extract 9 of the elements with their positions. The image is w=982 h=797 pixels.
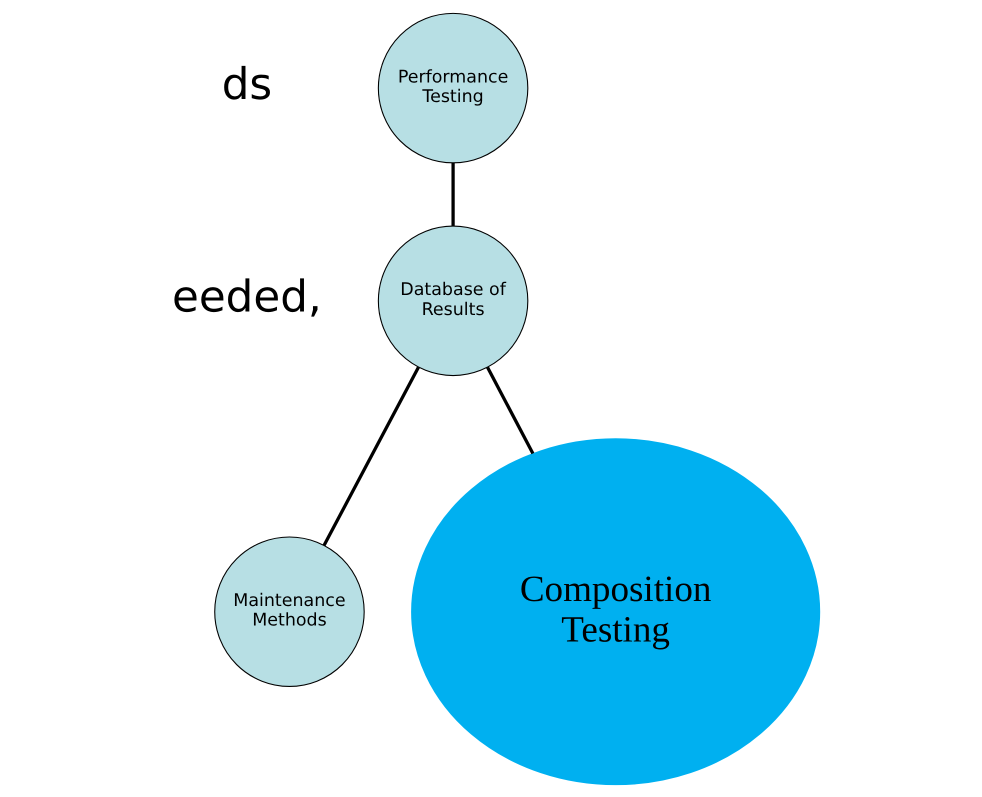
node-circle: Maintenance Methods [214, 536, 365, 686]
connector [451, 162, 455, 226]
label: ds [222, 60, 272, 110]
label: eeded, [172, 272, 322, 322]
connector [486, 366, 534, 454]
node-ellipse: Composition Testing [411, 438, 820, 785]
node-circle: Performance Testing [378, 12, 528, 163]
connector [322, 366, 420, 546]
node-circle: Database of Results [378, 225, 528, 376]
